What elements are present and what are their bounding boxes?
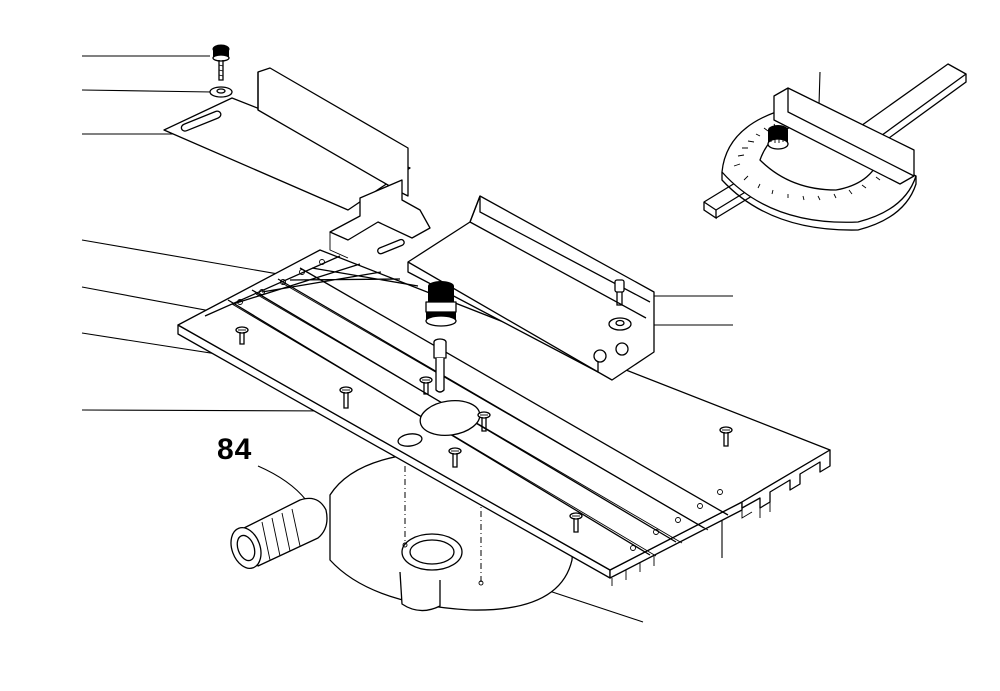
leader-line-washer — [81, 89, 213, 93]
router-table-top — [177, 249, 831, 586]
guide-bushing — [425, 281, 457, 327]
leader-line-screw-b — [81, 409, 341, 412]
knob-washer — [209, 86, 233, 98]
part-number-84: 84 — [217, 433, 253, 466]
countersunk-screws — [235, 326, 733, 533]
miter-gauge — [703, 63, 967, 231]
leader-line-84 — [257, 465, 307, 501]
guide-pin — [433, 338, 447, 393]
table-mounting-holes — [237, 259, 723, 551]
clamping-knob — [212, 44, 230, 81]
fence-screw — [614, 279, 625, 306]
fence-washer — [608, 317, 632, 331]
fence-assembly — [163, 67, 655, 381]
